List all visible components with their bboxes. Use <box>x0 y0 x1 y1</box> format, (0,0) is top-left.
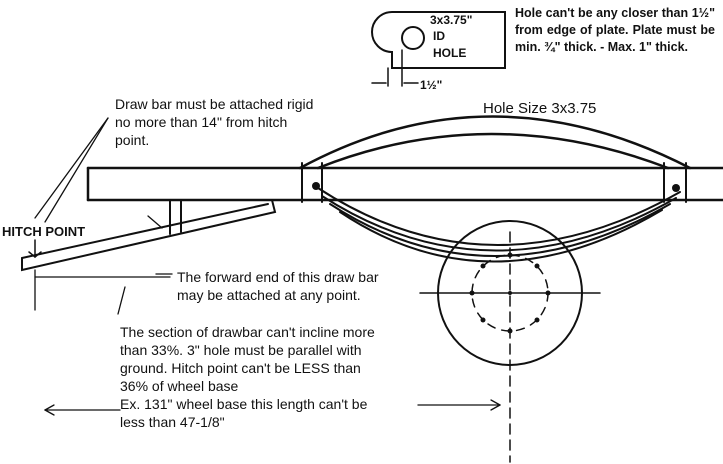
wheel-bolt-1 <box>507 252 513 258</box>
wheel-bolt-8 <box>480 263 486 269</box>
drawbar-attach-note: Draw bar must be attached rigid no more … <box>115 96 314 148</box>
hitch-point-label: HITCH POINT <box>2 224 86 239</box>
wheel-bolt-5 <box>507 328 513 334</box>
id-plate-hole-label: HOLE <box>433 46 467 60</box>
hole-spec-note: Hole can't be any closer than 1½" from e… <box>515 6 715 54</box>
spring-leaf-1 <box>317 187 681 246</box>
id-hole-circle <box>401 26 425 50</box>
attach-leader-3 <box>147 215 163 229</box>
section-note-line1: The section of drawbar can't incline mor… <box>120 324 375 394</box>
spring-eye-left <box>312 182 320 190</box>
length-arrowhead-l2 <box>44 409 55 416</box>
hitch-arrow-head-l <box>28 251 36 258</box>
section-incline-note: The section of drawbar can't incline mor… <box>120 323 390 431</box>
length-arrowhead-l1 <box>44 404 55 411</box>
attach-leader-1 <box>34 117 109 219</box>
wheel-bolt-6 <box>480 317 486 323</box>
wheel-center-dot <box>508 291 512 295</box>
arch-top <box>298 115 692 170</box>
id-plate-dimension: 3x3.75" <box>430 13 473 27</box>
wheel-bolt-2 <box>534 263 540 269</box>
attach-leader-2 <box>44 117 109 223</box>
drawbar-tube-b <box>21 203 269 259</box>
spring-leaf-4 <box>339 209 663 263</box>
hole-size-title: Hole Size 3x3.75 <box>483 100 597 117</box>
id-plate-outline <box>371 11 506 69</box>
section-note-line2: Ex. 131" wheel base this length can't be… <box>120 396 368 430</box>
arch-inner <box>316 132 670 170</box>
wheel-bolt-7 <box>469 290 475 296</box>
drawbar-tube-a <box>21 199 277 272</box>
id-plate-id-label: ID <box>433 29 445 43</box>
forward-end-note: The forward end of this draw bar may be … <box>177 269 379 303</box>
spring-eye-right <box>672 184 680 192</box>
length-arrowhead-r2 <box>490 404 501 411</box>
spring-leaf-3 <box>329 203 671 257</box>
edge-distance-label: 1½" <box>420 78 443 92</box>
spring-leaf-2 <box>321 195 677 252</box>
incline-leader <box>117 286 126 315</box>
length-arrowhead-r1 <box>490 399 501 406</box>
hitch-arrow-head-r <box>34 251 42 258</box>
wheel-bolt-3 <box>545 290 551 296</box>
wheel-bolt-4 <box>534 317 540 323</box>
